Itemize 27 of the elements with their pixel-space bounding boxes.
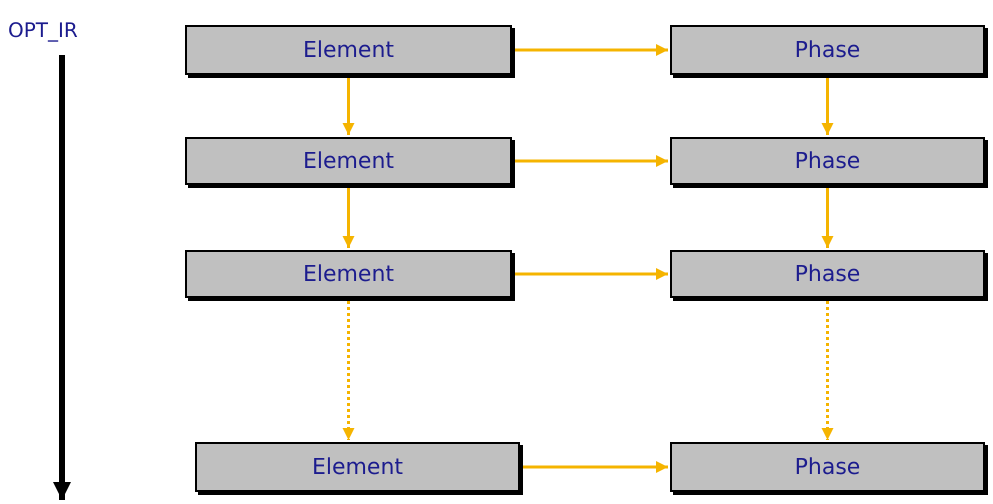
arrow: [822, 78, 834, 135]
box-label: Phase: [794, 262, 860, 286]
box-label: Element: [302, 38, 394, 62]
box-label: Phase: [794, 38, 860, 62]
process-box: [670, 250, 985, 298]
arrow: [515, 44, 668, 56]
process-box: [670, 442, 985, 492]
process-box: [670, 25, 985, 75]
box-label: Element: [302, 148, 394, 174]
arrow: [342, 78, 354, 135]
box-label: Element: [302, 262, 394, 286]
process-box: [185, 25, 512, 75]
arrow: [342, 188, 354, 248]
arrow: [822, 301, 834, 440]
axis-label: OPT_IR: [8, 18, 78, 42]
process-box: [195, 442, 520, 492]
process-box: [670, 137, 985, 185]
arrow: [342, 301, 354, 440]
arrow: [515, 268, 668, 280]
box-label: Phase: [794, 454, 860, 480]
arrow: [523, 461, 668, 473]
box-label: Phase: [794, 148, 860, 174]
arrow: [515, 155, 668, 167]
arrow: [822, 188, 834, 248]
box-label: Element: [312, 454, 404, 480]
process-box: [185, 250, 512, 298]
process-box: [185, 137, 512, 185]
